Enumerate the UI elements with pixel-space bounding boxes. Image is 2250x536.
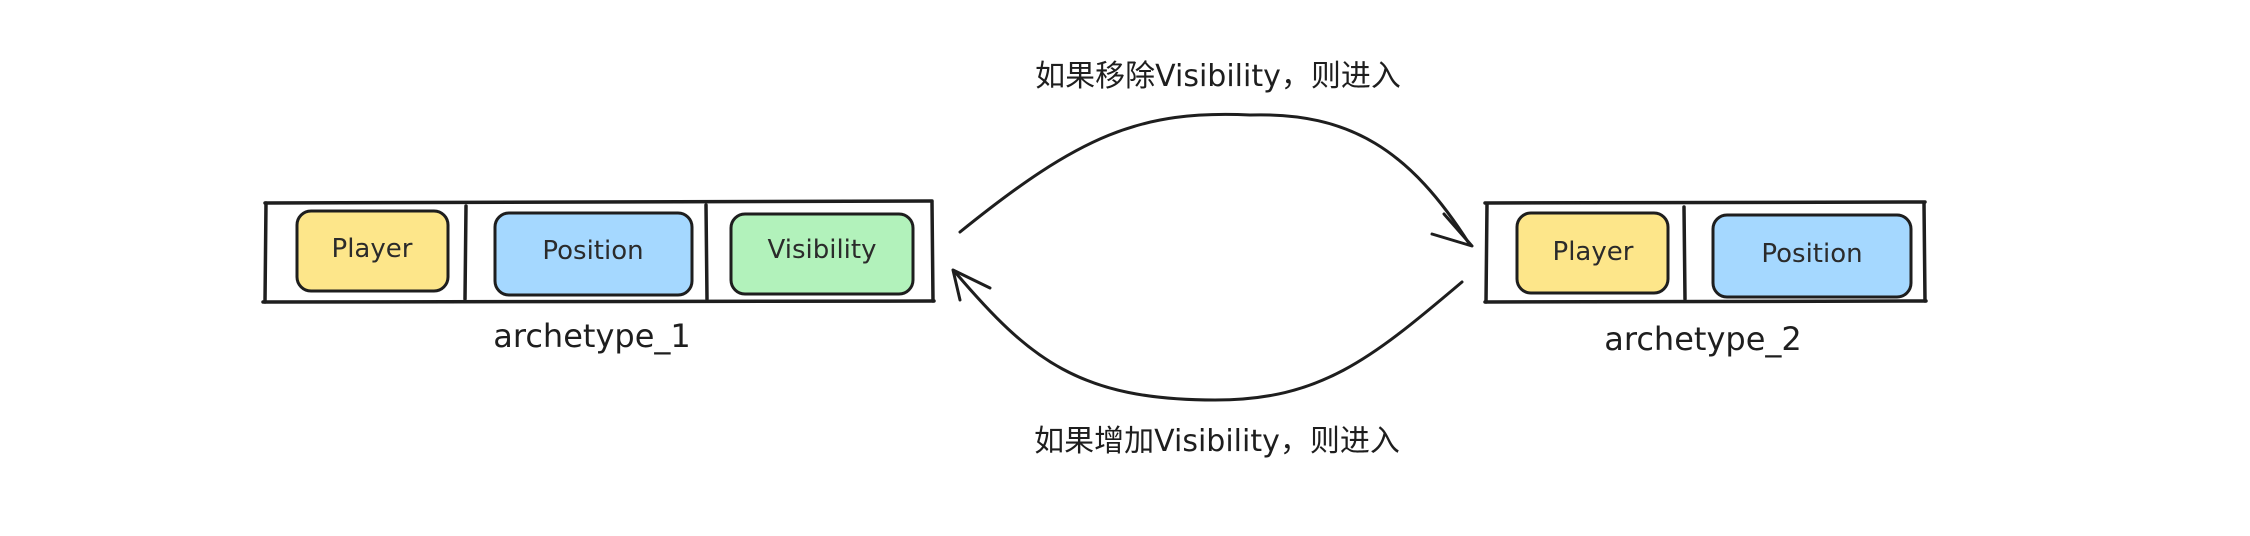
archetype-1-divider <box>463 204 468 301</box>
component-label: Player <box>1553 237 1634 267</box>
archetype-2 <box>1483 200 1928 304</box>
archetype-1-right-border <box>930 200 935 303</box>
remove-visibility-arrowhead <box>1430 212 1474 248</box>
archetype-1-divider <box>704 203 709 301</box>
archetype-2-left-border <box>1484 202 1489 304</box>
archetype-2-right-border <box>1922 201 1927 303</box>
add-visibility-label: 如果增加Visibility，则进入 <box>1034 424 1400 459</box>
component-box <box>1711 213 1913 299</box>
component-box <box>1515 211 1670 295</box>
component-label: Position <box>542 236 643 266</box>
remove-visibility-arrow <box>958 112 1472 247</box>
archetype-2-divider <box>1682 205 1687 301</box>
component-label: Player <box>332 234 413 264</box>
component-box <box>295 209 450 293</box>
archetype-1 <box>261 199 936 304</box>
component-label: Position <box>1761 239 1862 269</box>
archetype-1-component-position: Position <box>493 211 694 297</box>
component-box <box>493 211 694 297</box>
archetype-2-component-player: Player <box>1515 211 1670 295</box>
add-visibility-arrowhead <box>951 268 992 302</box>
archetype-1-top-border <box>263 199 934 205</box>
archetype-2-component-position: Position <box>1711 213 1913 299</box>
component-box <box>729 212 915 296</box>
archetype-1-label: archetype_1 <box>493 317 690 355</box>
component-label: Visibility <box>768 235 877 265</box>
remove-visibility-label: 如果移除Visibility，则进入 <box>1035 59 1401 94</box>
archetype-2-bottom-border <box>1483 299 1928 304</box>
archetype-1-component-player: Player <box>295 209 450 293</box>
archetype-1-component-visibility: Visibility <box>729 212 915 296</box>
archetype-1-left-border <box>263 201 268 304</box>
archetype-2-label: archetype_2 <box>1604 320 1801 358</box>
archetype-2-top-border <box>1483 200 1927 205</box>
add-visibility-arrow <box>953 270 1464 402</box>
archetype-1-bottom-border <box>261 299 936 304</box>
